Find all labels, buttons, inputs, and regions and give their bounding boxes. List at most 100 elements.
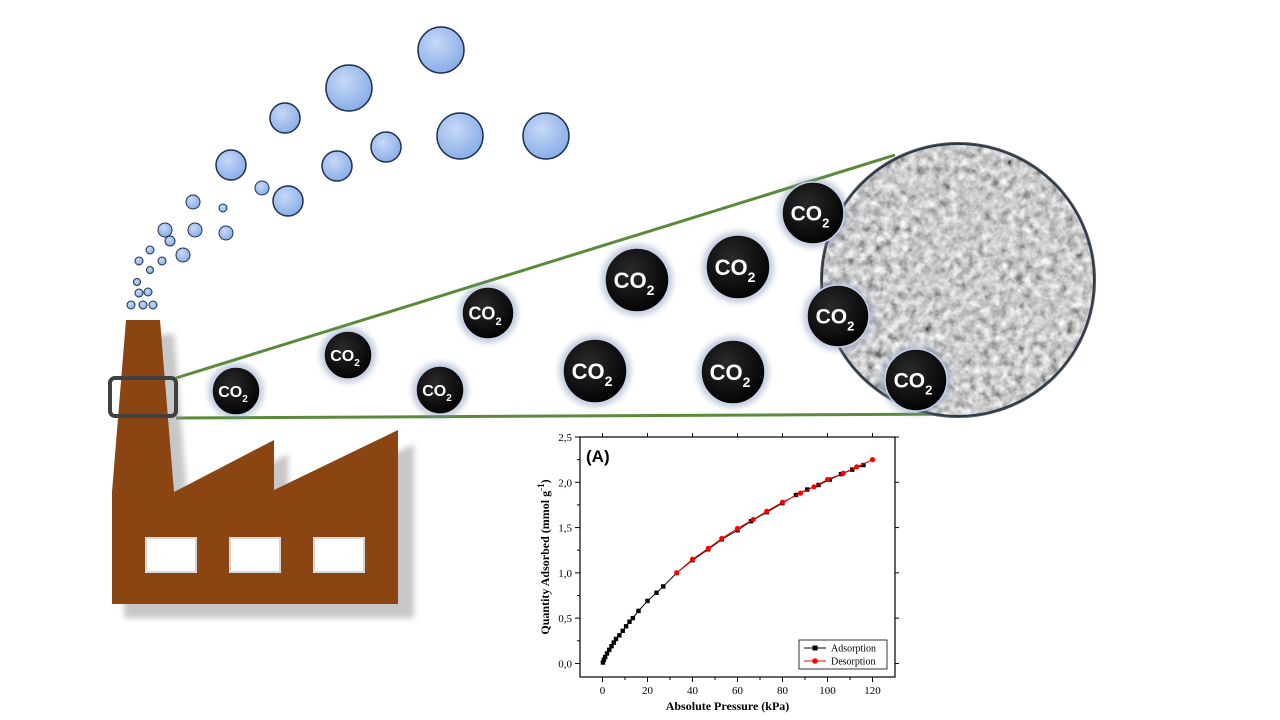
- data-point-desorption: [840, 470, 846, 476]
- smoke-bubble: [138, 300, 148, 310]
- series-line-desorption: [676, 459, 873, 574]
- panel-label: (A): [586, 447, 610, 466]
- data-point-desorption: [734, 525, 741, 532]
- y-tick-label: 0,5: [558, 613, 572, 625]
- data-point-desorption: [689, 556, 696, 562]
- data-point-desorption: [824, 476, 831, 483]
- factory-window: [313, 537, 365, 573]
- co2-molecule: CO2: [778, 178, 848, 248]
- smoke-bubble: [417, 26, 465, 74]
- data-point-adsorption: [850, 467, 855, 472]
- data-point-adsorption: [816, 482, 821, 488]
- smoke-bubble: [148, 300, 158, 310]
- x-tick-label: 80: [777, 685, 789, 697]
- x-tick-label: 100: [819, 685, 836, 697]
- data-point-desorption: [811, 484, 817, 490]
- data-point-adsorption: [601, 657, 607, 662]
- y-tick-label: 0,0: [558, 658, 572, 670]
- porous-material-sample: [820, 142, 1096, 418]
- factory-icon: [108, 320, 414, 618]
- y-tick-label: 1,0: [558, 568, 572, 580]
- co2-molecule: CO2: [697, 336, 769, 408]
- smoke-bubble: [254, 180, 270, 196]
- smoke-bubble: [370, 131, 402, 163]
- co2-label: CO2: [572, 359, 613, 389]
- smoke-bubble: [175, 247, 191, 263]
- x-tick-label: 20: [642, 685, 654, 697]
- smoke-bubble: [218, 225, 234, 241]
- factory-body: [112, 320, 398, 604]
- data-point-adsorption: [620, 628, 625, 634]
- data-point-desorption: [869, 457, 876, 463]
- legend-marker: [812, 645, 818, 651]
- co2-molecule: CO2: [320, 327, 376, 383]
- data-point-adsorption: [611, 640, 616, 645]
- smoke-bubble: [157, 256, 167, 266]
- data-point-adsorption: [609, 644, 614, 649]
- smoke-bubble: [325, 64, 373, 112]
- co2-label: CO2: [468, 303, 501, 328]
- data-point-desorption: [719, 535, 725, 542]
- smoke-bubble: [133, 278, 141, 286]
- smoke-bubble: [522, 112, 570, 160]
- y-axis-title: Quantity Adsorbed (mmol g-1): [536, 479, 552, 634]
- data-point-adsorption: [645, 598, 650, 604]
- y-tick-label: 2,0: [558, 477, 572, 489]
- data-point-adsorption: [613, 636, 619, 642]
- data-point-adsorption: [861, 462, 866, 468]
- data-point-adsorption: [661, 584, 666, 589]
- data-point-desorption: [764, 508, 770, 514]
- zoom-lines: [175, 153, 959, 420]
- smoke-bubble: [143, 287, 153, 297]
- data-point-adsorption: [603, 654, 608, 660]
- x-tick-label: 40: [687, 685, 699, 697]
- factory-window: [229, 537, 281, 573]
- smoke-bubble: [218, 203, 228, 213]
- zoom-line-bottom: [175, 412, 959, 420]
- co2-molecule: CO2: [803, 281, 873, 351]
- co2-molecule: CO2: [458, 283, 518, 343]
- data-point-adsorption: [654, 590, 659, 595]
- co2-molecule: CO2: [412, 362, 468, 418]
- data-point-adsorption: [600, 660, 606, 665]
- x-tick-label: 60: [732, 685, 744, 697]
- smoke-bubble: [134, 256, 144, 266]
- data-point-desorption: [750, 516, 756, 523]
- data-point-adsorption: [617, 633, 622, 638]
- co2-label: CO2: [710, 360, 751, 390]
- smoke-bubble: [145, 245, 155, 255]
- y-tick-label: 1,5: [558, 523, 572, 535]
- factory-window: [145, 537, 197, 573]
- smoke-bubble: [436, 112, 484, 160]
- data-point-desorption: [674, 570, 680, 576]
- co2-label: CO2: [791, 203, 830, 231]
- smoke-bubbles: [126, 26, 570, 310]
- smoke-bubble: [134, 288, 144, 298]
- smoke-bubble: [321, 150, 353, 182]
- smoke-bubble: [269, 102, 301, 134]
- co2-label: CO2: [218, 384, 248, 405]
- data-point-adsorption: [604, 651, 610, 656]
- data-point-adsorption: [607, 647, 612, 653]
- co2-molecule: CO2: [601, 244, 673, 316]
- data-point-desorption: [854, 464, 860, 470]
- smoke-bubble: [215, 149, 247, 181]
- data-point-adsorption: [623, 624, 629, 629]
- legend-marker: [812, 658, 818, 664]
- co2-label: CO2: [715, 255, 756, 285]
- co2-label: CO2: [816, 306, 855, 334]
- data-point-adsorption: [627, 619, 632, 624]
- co2-molecule: CO2: [702, 231, 774, 303]
- co2-label: CO2: [894, 370, 933, 398]
- data-point-adsorption: [630, 615, 636, 621]
- legend-label: Desorption: [831, 657, 875, 668]
- x-axis-title: Absolute Pressure (kPa): [666, 699, 790, 713]
- data-point-desorption: [779, 499, 786, 505]
- co2-label: CO2: [422, 383, 452, 404]
- smoke-bubble: [146, 266, 154, 274]
- data-point-adsorption: [636, 608, 641, 614]
